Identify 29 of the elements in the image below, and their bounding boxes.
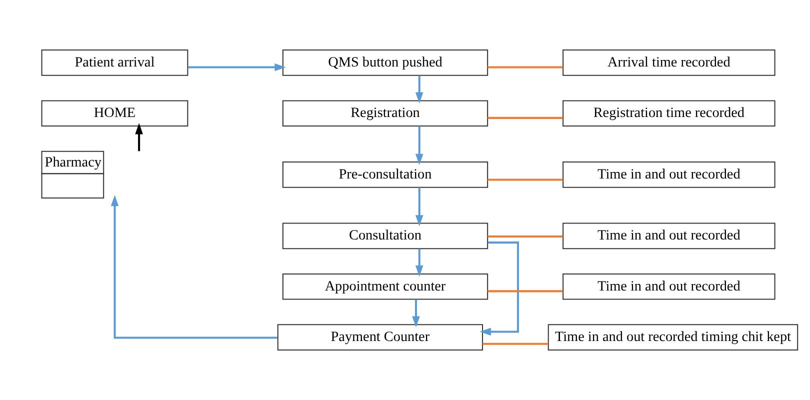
node-box: Patient arrival bbox=[41, 50, 188, 76]
node-box: Arrival time recorded bbox=[562, 50, 776, 76]
arrow bbox=[415, 187, 424, 226]
connector bbox=[488, 178, 563, 181]
arrow bbox=[415, 126, 424, 166]
connector bbox=[488, 66, 563, 68]
connector bbox=[488, 116, 563, 119]
arrow bbox=[188, 63, 286, 72]
arrow bbox=[135, 123, 143, 152]
arrow bbox=[412, 299, 420, 328]
arrow bbox=[415, 248, 424, 277]
node-box: HOME bbox=[41, 100, 188, 127]
node-box: Consultation bbox=[282, 222, 488, 250]
node-box: Registration bbox=[282, 100, 488, 127]
arrow bbox=[415, 76, 424, 104]
node-box: Appointment counter bbox=[282, 273, 488, 300]
node-box: Time in and out recorded bbox=[562, 222, 776, 250]
node-box: Time in and out recorded bbox=[562, 162, 776, 188]
node-box: Time in and out recorded bbox=[562, 273, 776, 300]
node-box: Payment Counter bbox=[277, 324, 484, 350]
connector bbox=[482, 342, 548, 345]
node-box: Pre-consultation bbox=[282, 162, 488, 188]
connector bbox=[488, 290, 563, 292]
node-box: Time in and out recorded timing chit kept bbox=[548, 324, 798, 350]
node-box: QMS button pushed bbox=[282, 50, 488, 76]
connector bbox=[488, 235, 563, 238]
arrow bbox=[110, 194, 278, 339]
node-box: Registration time recorded bbox=[562, 100, 776, 127]
arrow bbox=[480, 242, 519, 336]
